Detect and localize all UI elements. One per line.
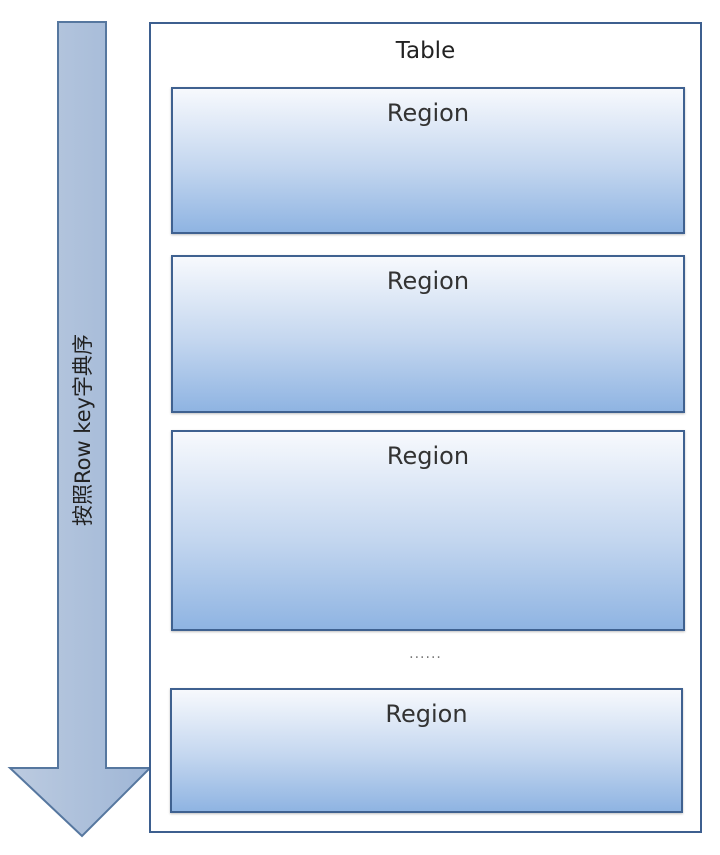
region-2: Region: [171, 255, 685, 413]
region-label: Region: [385, 700, 468, 728]
region-4: Region: [170, 688, 683, 813]
region-label: Region: [386, 267, 470, 295]
ellipsis: ......: [409, 646, 442, 662]
table-title: Table: [395, 38, 456, 64]
region-label: Region: [386, 99, 470, 127]
table-box: Table Region Region Region ...... Region: [149, 22, 702, 833]
arrow-label: 按照Row key字典序: [71, 333, 95, 527]
region-3: Region: [171, 430, 685, 631]
row-key-order-arrow: [7, 21, 153, 838]
region-1: Region: [171, 87, 685, 234]
region-label: Region: [386, 442, 470, 470]
